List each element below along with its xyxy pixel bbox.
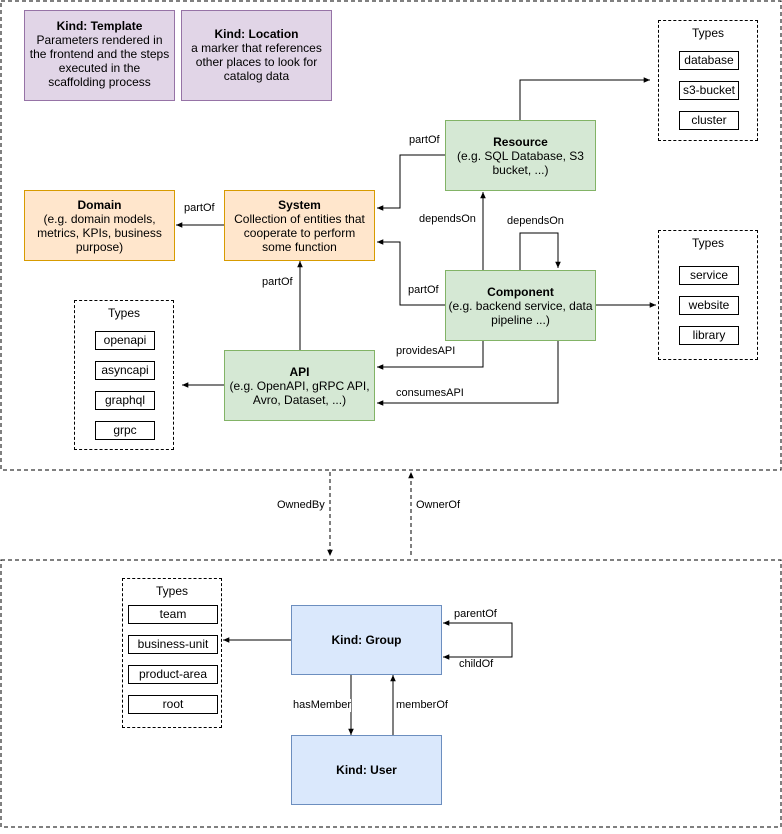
domain-node[interactable]: Domain (e.g. domain models, metrics, KPI… [24,190,175,261]
component-title: Component [487,284,554,299]
component-desc: (e.g. backend service, data pipeline ...… [448,298,593,327]
api-type-item[interactable]: asyncapi [95,361,155,380]
edge-label-consumesapi: consumesAPI [396,387,464,400]
component-type-item[interactable]: website [679,296,739,315]
edge-label-component-partof: partOf [408,284,439,297]
domain-desc: (e.g. domain models, metrics, KPIs, busi… [37,211,162,254]
resource-types-title: Types [691,26,724,40]
edge-label-memberof: memberOf [396,699,448,712]
resource-type-item[interactable]: cluster [679,111,739,130]
system-title: System [278,197,321,212]
org-entities-container [0,559,782,828]
kind-template-desc: Parameters rendered in the frontend and … [29,33,170,89]
system-desc: Collection of entities that cooperate to… [234,211,365,254]
component-types-title: Types [691,236,724,250]
api-type-item[interactable]: openapi [95,331,155,350]
catalog-entities-container [0,0,782,471]
api-type-item[interactable]: grpc [95,421,155,440]
resource-desc: (e.g. SQL Database, S3 bucket, ...) [457,148,584,177]
edge-label-system-partof-domain: partOf [184,202,215,215]
edge-label-hasmember: hasMember [293,699,352,712]
api-types-title: Types [107,306,140,320]
group-type-item[interactable]: business-unit [128,635,218,654]
group-types-title: Types [155,584,188,598]
resource-node[interactable]: Resource (e.g. SQL Database, S3 bucket, … [445,120,596,191]
resource-title: Resource [493,134,548,149]
component-type-item[interactable]: library [679,326,739,345]
kind-template-node[interactable]: Kind: Template Parameters rendered in th… [24,10,175,101]
user-node[interactable]: Kind: User [291,735,442,805]
edge-label-providesapi: providesAPI [396,345,456,358]
edge-label-ownerof: OwnerOf [416,499,461,512]
resource-partof-edge [377,154,445,211]
domain-title: Domain [77,197,122,212]
component-node[interactable]: Component (e.g. backend service, data pi… [445,270,596,341]
component-partof-edge [377,239,445,306]
api-desc: (e.g. OpenAPI, gRPC API, Avro, Dataset, … [229,378,370,407]
group-title: Kind: Group [331,633,402,647]
edge-label-component-dependson: dependsOn [507,215,564,228]
edge-label-resource-partof: partOf [409,134,440,147]
consumesapi-edge [377,340,559,406]
kind-location-title: Kind: Location [214,27,299,41]
group-node[interactable]: Kind: Group [291,605,442,675]
group-type-item[interactable]: root [128,695,218,714]
edge-label-parentof: parentOf [454,608,497,621]
kind-location-desc: a marker that references other places to… [191,41,322,83]
parentof-edge [443,620,513,657]
group-types-panel: Types team business-unit product-area ro… [122,578,222,728]
group-type-item[interactable]: team [128,605,218,624]
system-node[interactable]: System Collection of entities that coope… [224,190,375,261]
edge-label-api-partof: partOf [262,276,293,289]
api-node[interactable]: API (e.g. OpenAPI, gRPC API, Avro, Datas… [224,350,375,421]
component-types-panel: Types service website library [658,230,758,360]
edge-label-ownedby: OwnedBy [277,499,325,512]
childof-edge [443,640,513,660]
component-type-item[interactable]: service [679,266,739,285]
resource-type-item[interactable]: database [679,51,739,70]
resource-type-item[interactable]: s3-bucket [679,81,739,100]
group-type-item[interactable]: product-area [128,665,218,684]
providesapi-edge [377,340,484,370]
component-self-dependson-edge [519,232,561,270]
kind-template-title: Kind: Template [56,19,143,33]
api-title: API [289,364,310,379]
api-type-item[interactable]: graphql [95,391,155,410]
resource-types-panel: Types database s3-bucket cluster [658,20,758,141]
api-types-panel: Types openapi asyncapi graphql grpc [74,300,174,450]
edge-label-childof: childOf [459,658,494,671]
resource-to-types-edge [519,77,650,120]
user-title: Kind: User [336,763,397,777]
kind-location-node[interactable]: Kind: Location a marker that references … [181,10,332,101]
edge-label-resource-dependson: dependsOn [419,213,476,226]
